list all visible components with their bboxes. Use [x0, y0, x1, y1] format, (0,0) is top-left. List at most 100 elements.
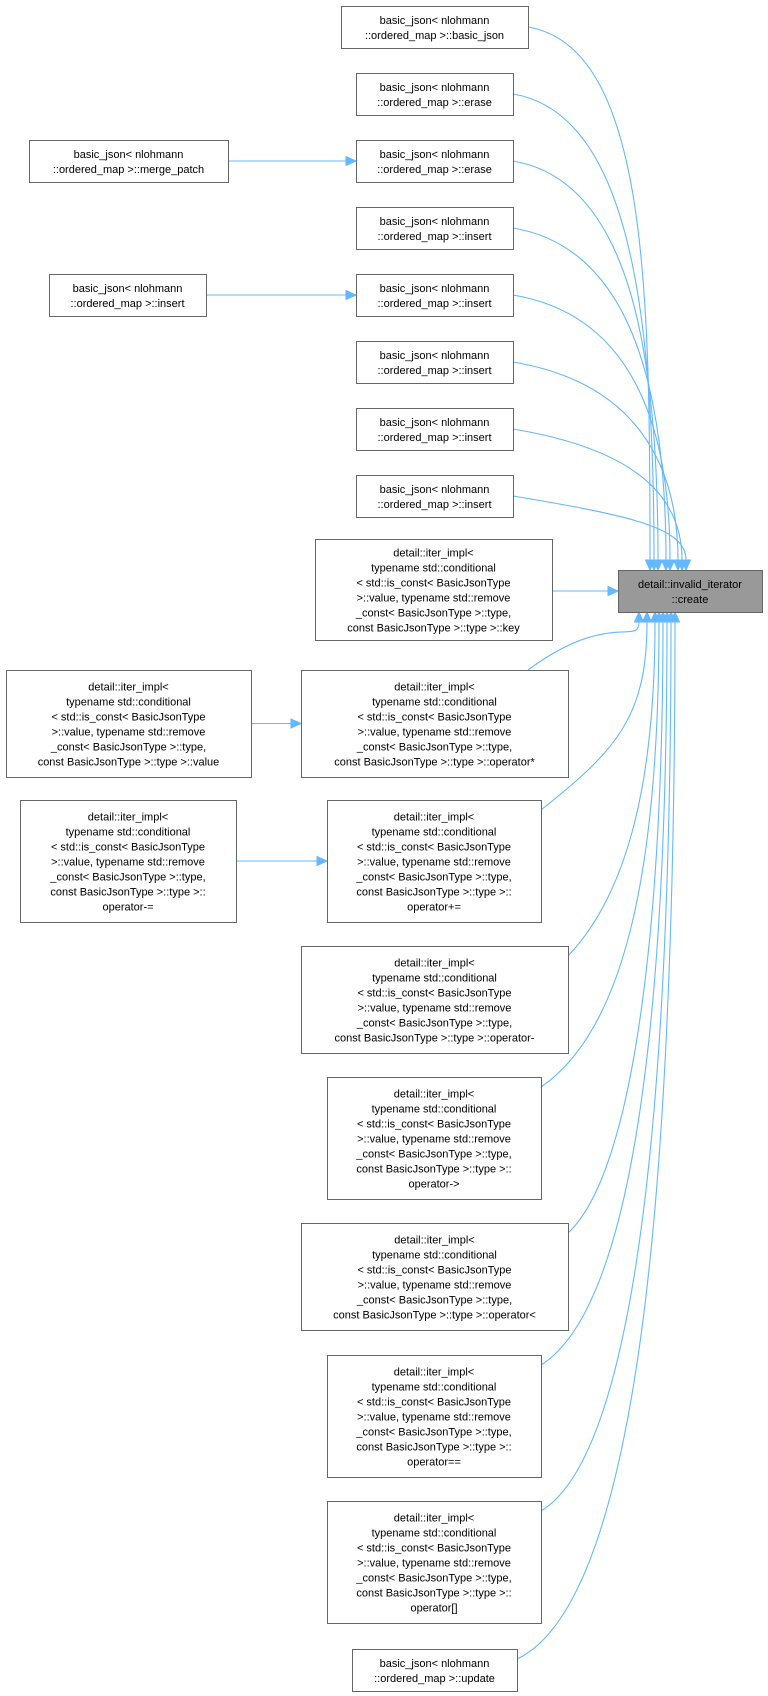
- nodes-layer: basic_json< nlohmann::ordered_map >::bas…: [6, 6, 763, 1692]
- node-box: [618, 570, 763, 613]
- node-label-line: _const< BasicJsonType >::type,: [49, 872, 205, 884]
- node-box: [356, 274, 514, 317]
- node-label-line: >::value, typename std::remove: [358, 1003, 512, 1015]
- node-label-line: basic_json< nlohmann: [380, 15, 490, 27]
- caller-node[interactable]: basic_json< nlohmann::ordered_map >::upd…: [352, 1649, 518, 1692]
- caller-node[interactable]: basic_json< nlohmann::ordered_map >::era…: [356, 73, 514, 116]
- caller-node[interactable]: basic_json< nlohmann::ordered_map >::ins…: [356, 341, 514, 384]
- node-label-line: _const< BasicJsonType >::type,: [355, 1573, 511, 1585]
- node-label-line: ::ordered_map >::basic_json: [365, 30, 504, 42]
- caller-node[interactable]: basic_json< nlohmann::ordered_map >::era…: [356, 140, 514, 183]
- caller-node[interactable]: basic_json< nlohmann::ordered_map >::ins…: [49, 274, 207, 317]
- arrowhead: [664, 559, 676, 572]
- node-label-line: basic_json< nlohmann: [74, 149, 184, 161]
- node-label-line: typename std::conditional: [372, 1250, 497, 1262]
- arrowhead: [290, 718, 303, 729]
- edge-n3-to-invalid_iterator_create: [512, 160, 659, 561]
- node-label-line: basic_json< nlohmann: [380, 484, 490, 496]
- node-label-line: operator->: [408, 1179, 459, 1191]
- node-label-line: detail::iter_impl<: [394, 812, 474, 824]
- node-label-line: ::ordered_map >::insert: [377, 231, 491, 243]
- caller-node[interactable]: detail::iter_impl< typename std::conditi…: [327, 1501, 542, 1624]
- node-label-line: _const< BasicJsonType >::type,: [356, 1295, 512, 1307]
- edge-n4-to-invalid_iterator_create: [512, 227, 667, 561]
- node-box: [356, 73, 514, 116]
- caller-node[interactable]: basic_json< nlohmann::ordered_map >::ins…: [356, 408, 514, 451]
- node-label-line: typename std::conditional: [371, 563, 496, 575]
- caller-node[interactable]: detail::iter_impl< typename std::conditi…: [327, 1355, 542, 1478]
- node-label-line: basic_json< nlohmann: [380, 1658, 490, 1670]
- node-label-line: < std::is_const< BasicJsonType: [51, 842, 205, 854]
- node-box: [356, 207, 514, 250]
- edges-layer: [206, 26, 692, 1660]
- node-label-line: const BasicJsonType >::type >::operator<: [333, 1310, 536, 1322]
- arrowhead: [316, 855, 329, 867]
- node-label-line: detail::iter_impl<: [394, 958, 474, 970]
- node-label-line: < std::is_const< BasicJsonType: [356, 578, 510, 590]
- caller-node[interactable]: detail::iter_impl< typename std::conditi…: [301, 1223, 569, 1331]
- node-label-line: const BasicJsonType >::type >::operator-: [335, 1033, 535, 1045]
- node-label-line: ::ordered_map >::update: [374, 1673, 495, 1685]
- node-label-line: typename std::conditional: [372, 1104, 497, 1116]
- caller-node[interactable]: detail::iter_impl< typename std::conditi…: [327, 1077, 542, 1200]
- node-label-line: ::ordered_map >::insert: [377, 365, 491, 377]
- edge-n12-to-invalid_iterator_create: [567, 621, 656, 957]
- node-label-line: basic_json< nlohmann: [380, 350, 490, 362]
- node-label-line: >::value, typename std::remove: [357, 1412, 511, 1424]
- node-label-line: const BasicJsonType >::type >::: [356, 1164, 511, 1176]
- node-box: [356, 475, 514, 518]
- node-label-line: const BasicJsonType >::type >::: [50, 887, 205, 899]
- arrowhead: [652, 559, 664, 572]
- node-label-line: operator+=: [407, 902, 461, 914]
- node-box: [301, 1223, 569, 1331]
- caller-node[interactable]: detail::iter_impl< typename std::conditi…: [6, 670, 252, 778]
- node-label-line: ::ordered_map >::insert: [377, 298, 491, 310]
- node-box: [352, 1649, 518, 1692]
- node-label-line: >::value, typename std::remove: [357, 593, 511, 605]
- node-label-line: >::value, typename std::remove: [52, 727, 206, 739]
- node-label-line: detail::iter_impl<: [394, 1367, 474, 1379]
- node-box: [6, 670, 252, 778]
- target-node[interactable]: detail::invalid_iterator::create: [618, 570, 763, 613]
- node-label-line: basic_json< nlohmann: [380, 82, 490, 94]
- node-box: [356, 140, 514, 183]
- edge-n17-to-invalid_iterator_create: [516, 621, 676, 1660]
- arrowhead: [680, 559, 692, 572]
- node-label-line: _const< BasicJsonType >::type,: [50, 742, 206, 754]
- node-label-line: ::ordered_map >::erase: [377, 164, 492, 176]
- node-label-line: ::ordered_map >::merge_patch: [53, 164, 204, 176]
- node-box: [20, 800, 237, 923]
- caller-node[interactable]: detail::iter_impl< typename std::conditi…: [315, 539, 553, 641]
- arrowhead: [345, 289, 358, 301]
- node-label-line: const BasicJsonType >::type >::operator*: [334, 757, 535, 769]
- node-label-line: < std::is_const< BasicJsonType: [357, 988, 511, 1000]
- node-label-line: < std::is_const< BasicJsonType: [357, 1119, 511, 1131]
- caller-node[interactable]: detail::iter_impl< typename std::conditi…: [327, 800, 542, 923]
- node-label-line: _const< BasicJsonType >::type,: [355, 608, 511, 620]
- node-label-line: const BasicJsonType >::type >::: [356, 887, 511, 899]
- edge-n6-to-invalid_iterator_create: [512, 361, 679, 561]
- node-box: [341, 6, 529, 49]
- node-box: [301, 946, 569, 1054]
- node-label-line: typename std::conditional: [372, 1382, 497, 1394]
- caller-node[interactable]: basic_json< nlohmann::ordered_map >::bas…: [341, 6, 529, 49]
- node-label-line: _const< BasicJsonType >::type,: [356, 742, 512, 754]
- node-box: [327, 1355, 542, 1478]
- caller-node[interactable]: detail::iter_impl< typename std::conditi…: [301, 946, 569, 1054]
- node-label-line: < std::is_const< BasicJsonType: [357, 1265, 511, 1277]
- caller-node[interactable]: basic_json< nlohmann::ordered_map >::ins…: [356, 207, 514, 250]
- caller-node[interactable]: basic_json< nlohmann::ordered_map >::ins…: [356, 475, 514, 518]
- node-label-line: detail::invalid_iterator: [638, 579, 742, 591]
- node-box: [356, 408, 514, 451]
- node-label-line: basic_json< nlohmann: [73, 283, 183, 295]
- node-label-line: >::value, typename std::remove: [357, 857, 511, 869]
- caller-node[interactable]: basic_json< nlohmann::ordered_map >::mer…: [29, 140, 229, 183]
- edge-n10-to-invalid_iterator_create: [527, 621, 640, 671]
- caller-node[interactable]: detail::iter_impl< typename std::conditi…: [301, 670, 569, 778]
- arrowhead: [607, 585, 620, 597]
- caller-node[interactable]: detail::iter_impl< typename std::conditi…: [20, 800, 237, 923]
- node-box: [356, 341, 514, 384]
- arrowhead: [633, 610, 645, 623]
- caller-node[interactable]: basic_json< nlohmann::ordered_map >::ins…: [356, 274, 514, 317]
